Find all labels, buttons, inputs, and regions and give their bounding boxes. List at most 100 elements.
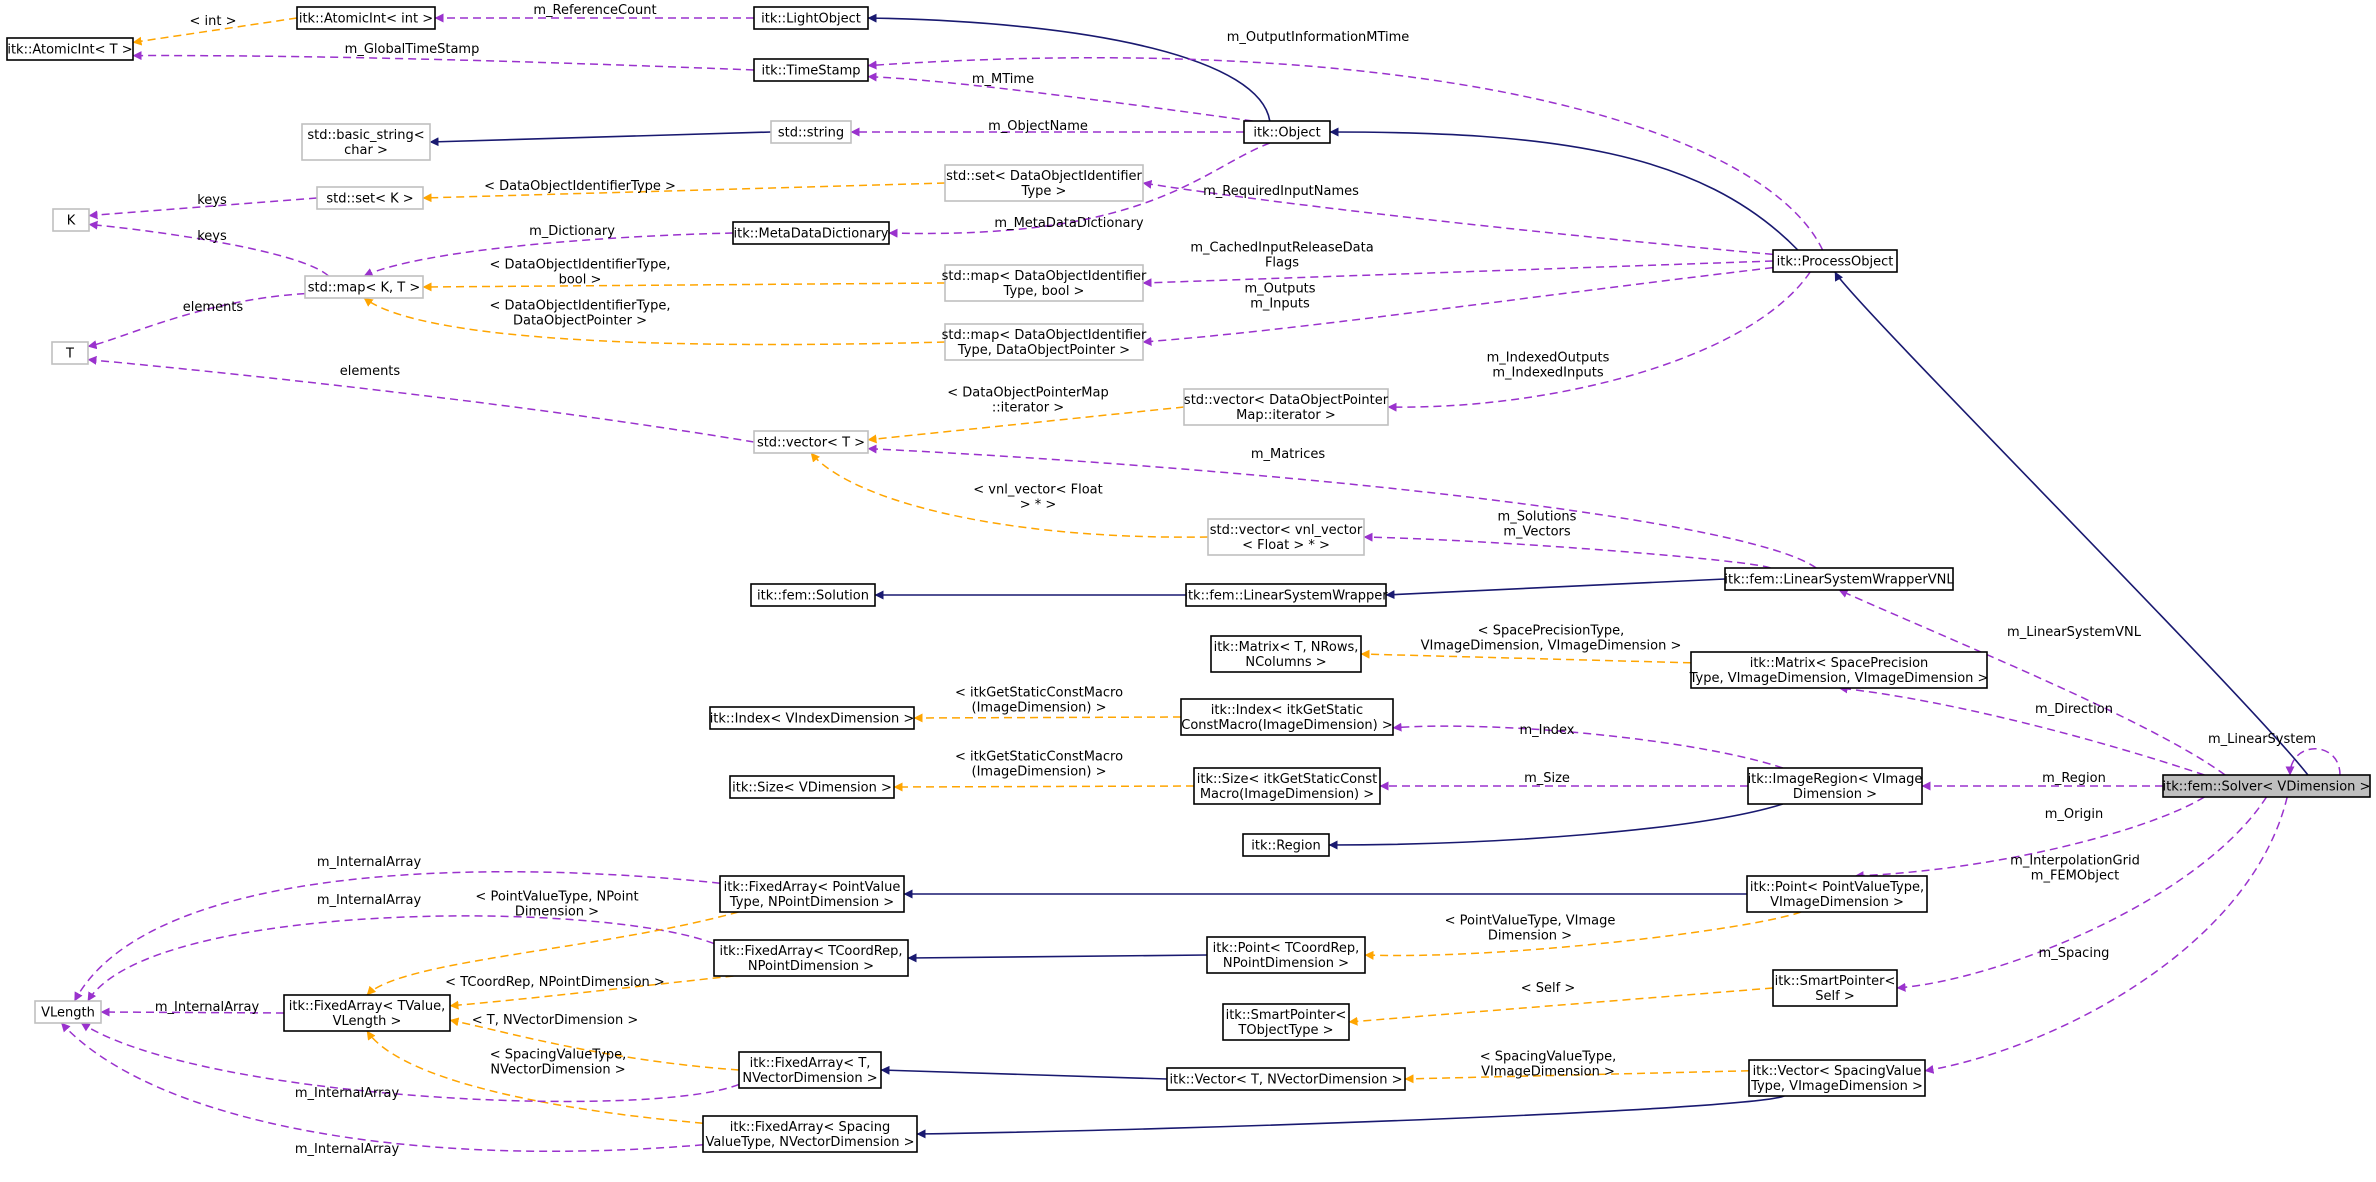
node-processobject[interactable]: itk::ProcessObject — [1772, 249, 1898, 273]
node-std-string[interactable]: std::string — [770, 120, 852, 144]
edge-label-self: < Self > — [1521, 981, 1576, 996]
node-label: itk::ProcessObject — [1777, 255, 1894, 270]
node-metadatadict[interactable]: itk::MetaDataDictionary — [732, 221, 890, 245]
node-fem-lsw[interactable]: itk::fem::LinearSystemWrapper — [1184, 583, 1388, 607]
solver-self-edge — [2285, 748, 2341, 776]
node-label: itk::fem::Solver< VDimension > — [2163, 780, 2371, 795]
node-size-V[interactable]: itk::Size< VDimension > — [729, 775, 895, 799]
edge-label-mtime: m_MTime — [972, 72, 1034, 87]
node-atomicint-int[interactable]: itk::AtomicInt< int > — [296, 6, 436, 30]
node-box — [944, 164, 1144, 202]
node-lightobject[interactable]: itk::LightObject — [753, 6, 869, 30]
node-box — [944, 323, 1144, 361]
outputs-edge — [1142, 266, 1774, 346]
node-label: itk::FixedArray< T,NVectorDimension > — [742, 1056, 877, 1086]
node-box — [753, 430, 869, 454]
reqnames-edge — [1142, 179, 1774, 256]
solutions-edge — [1363, 532, 1771, 569]
node-atomicint-T[interactable]: itk::AtomicInt< T > — [6, 37, 134, 61]
node-box — [1772, 969, 1898, 1007]
node-K[interactable]: K — [52, 208, 90, 232]
node-smartpointer-T[interactable]: itk::SmartPointer<TObjectType > — [1222, 1003, 1350, 1041]
node-fem-solution[interactable]: itk::fem::Solution — [750, 583, 876, 607]
lsvnl-edge — [1838, 589, 2226, 776]
node-region[interactable]: itk::Region — [1242, 833, 1330, 857]
fa-spacing-inherit-edge — [916, 1095, 1785, 1139]
node-solver[interactable]: itk::fem::Solver< VDimension > — [2162, 774, 2371, 798]
node-point-tcoord[interactable]: itk::Point< TCoordRep,NPointDimension > — [1206, 936, 1366, 974]
edge-label-tcoord-npd: < TCoordRep, NPointDimension > — [445, 975, 665, 990]
node-index-V[interactable]: itk::Index< VIndexDimension > — [709, 706, 915, 730]
node-std-set-K[interactable]: std::set< K > — [316, 186, 424, 210]
node-itk-object[interactable]: itk::Object — [1243, 120, 1331, 144]
doit-dop-edge — [363, 297, 946, 346]
interp-edge — [1896, 796, 2268, 992]
node-box — [51, 341, 89, 365]
edge-label-reqnames: m_RequiredInputNames — [1203, 184, 1359, 199]
node-label: itk::fem::LinearSystemWrapper — [1184, 589, 1388, 604]
node-vlength[interactable]: VLength — [34, 1000, 102, 1024]
node-matrix-T[interactable]: itk::Matrix< T, NRows,NColumns > — [1210, 635, 1362, 673]
node-label: itk::FixedArray< TValue,VLength > — [289, 999, 446, 1029]
node-smartpointer-self[interactable]: itk::SmartPointer<Self > — [1772, 969, 1898, 1007]
node-label: std::set< K > — [326, 192, 413, 207]
node-box — [2162, 774, 2371, 798]
node-std-vector-T[interactable]: std::vector< T > — [753, 430, 869, 454]
edge-label-m-index: m_Index — [1520, 723, 1575, 738]
globaltime-edge — [132, 51, 755, 71]
node-fa-tvalue[interactable]: itk::FixedArray< TValue,VLength > — [283, 994, 451, 1032]
indexed-edge — [1387, 271, 1811, 412]
edge-label-t-nvd: < T, NVectorDimension > — [472, 1013, 639, 1028]
node-timestamp[interactable]: itk::TimeStamp — [753, 58, 869, 82]
node-fem-lswvnl[interactable]: itk::fem::LinearSystemWrapperVNL — [1724, 567, 1954, 591]
doit-bool-edge — [422, 282, 946, 292]
pvt-npd-edge — [366, 911, 739, 996]
node-box — [1746, 875, 1928, 913]
node-box — [750, 583, 876, 607]
node-box — [729, 775, 895, 799]
node-label: std::basic_string<char > — [307, 128, 424, 158]
node-box — [1166, 1067, 1406, 1091]
node-label: itk::Object — [1253, 126, 1320, 141]
edge-label-refcount: m_ReferenceCount — [533, 3, 656, 18]
node-std-vector-vnl[interactable]: std::vector< vnl_vector< Float > * > — [1207, 518, 1365, 556]
lswvnl-edge — [1385, 578, 1726, 600]
node-T[interactable]: T — [51, 341, 89, 365]
pvt-vid-edge — [1364, 911, 1802, 960]
node-vector-T[interactable]: itk::Vector< T, NVectorDimension > — [1166, 1067, 1406, 1091]
node-box — [1772, 249, 1898, 273]
node-std-map-KT[interactable]: std::map< K, T > — [304, 275, 424, 299]
node-point-pvt[interactable]: itk::Point< PointValueType,VImageDimensi… — [1746, 875, 1928, 913]
node-box — [709, 706, 915, 730]
node-basic-string[interactable]: std::basic_string<char > — [301, 123, 431, 161]
doit-edge — [422, 182, 946, 203]
atomicint-int-edge — [132, 17, 298, 46]
node-fa-T-nvec[interactable]: itk::FixedArray< T,NVectorDimension > — [738, 1051, 882, 1089]
edge-label-vnl: < vnl_vector< Float> * > — [973, 483, 1102, 513]
edge-label-m-region: m_Region — [2042, 771, 2106, 786]
node-box — [732, 221, 890, 245]
edge-label-space-prec: < SpacePrecisionType,VImageDimension, VI… — [1421, 624, 1682, 654]
m-origin-edge — [1854, 796, 2205, 881]
node-box — [1222, 1003, 1350, 1041]
node-fa-tcoord[interactable]: itk::FixedArray< TCoordRep,NPointDimensi… — [713, 939, 909, 977]
node-label: std::vector< T > — [757, 436, 865, 451]
